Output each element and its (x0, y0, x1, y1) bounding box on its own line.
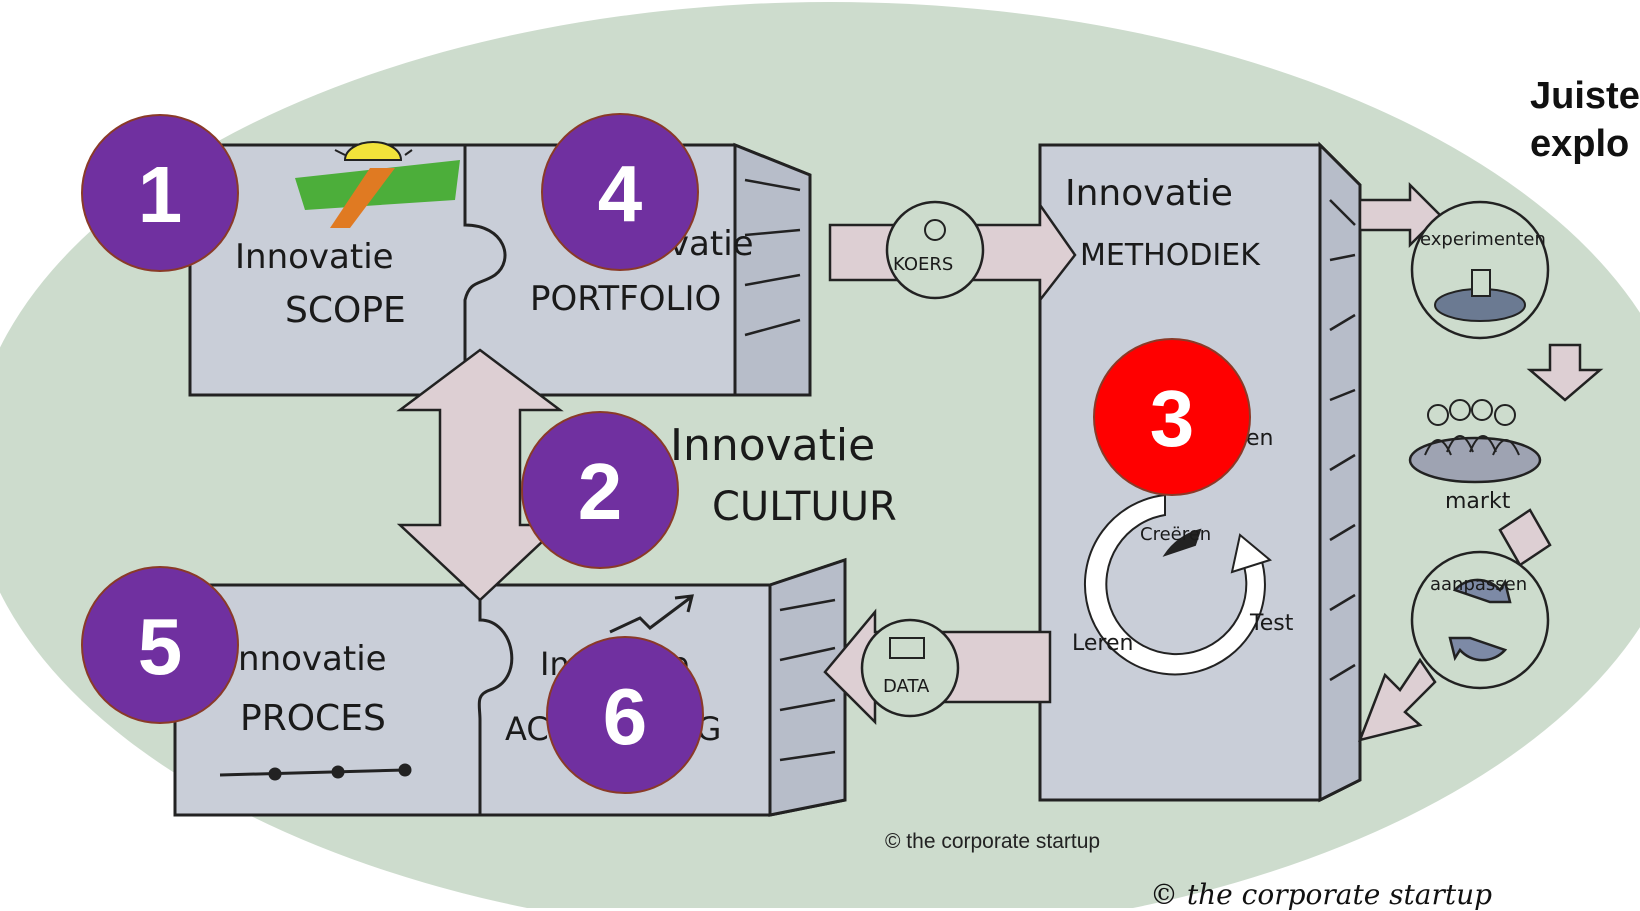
marker-1-circle (81, 114, 239, 272)
trend-arrow-icon (609, 594, 694, 634)
methodiek-label-line2: METHODIEK (1080, 238, 1261, 273)
cultuur-label-line1: Innovatie (670, 420, 875, 471)
proces-label-line2: PROCES (240, 698, 386, 739)
marker-5-circle (81, 566, 239, 724)
marker-2-circle (521, 411, 679, 569)
timeline-icon (219, 763, 412, 781)
markt-label: markt (1445, 489, 1511, 514)
cycle-top-label: Creëren (1140, 524, 1211, 545)
headline-line1: Juiste (1530, 75, 1640, 117)
copyright-text: © the corporate startup (885, 830, 1101, 853)
cycle-icon (1083, 493, 1273, 676)
cycle-right-label: Test (1249, 611, 1294, 636)
marker-5-number: 5 (138, 602, 183, 691)
people-icon (1424, 399, 1520, 456)
marker-4-number: 4 (598, 149, 643, 238)
experimenten-label: experimenten (1420, 229, 1546, 250)
koers-label: KOERS (893, 254, 953, 275)
table-icon (889, 637, 925, 659)
signature-text: © the corporate startup (1150, 878, 1493, 911)
koers-circle (885, 200, 985, 300)
marker-6-number: 6 (603, 672, 648, 761)
marker-3-number: 3 (1150, 374, 1195, 463)
proces-label-line1: Innovatie (228, 639, 387, 679)
marker-4-circle (541, 113, 699, 271)
cycle-partial-label: en (1246, 426, 1273, 451)
methodiek-edge-stripes (1329, 199, 1356, 682)
marker-1-number: 1 (138, 150, 183, 239)
block-edge-stripes (744, 178, 836, 762)
beaker-icon (1471, 269, 1491, 297)
data-label: DATA (883, 676, 930, 697)
data-circle (860, 618, 960, 718)
marker-2-number: 2 (578, 447, 623, 536)
marker-2: 2 (521, 411, 679, 569)
methodiek-label-line1: Innovatie (1065, 173, 1233, 214)
aanpassen-label: aanpassen (1430, 574, 1527, 595)
marker-6: 6 (546, 636, 704, 794)
cultuur-label-line2: CULTUUR (712, 484, 897, 530)
marker-1: 1 (81, 114, 239, 272)
marker-3-circle (1093, 338, 1251, 496)
scope-label-line1: Innovatie (235, 237, 394, 277)
headline: Juiste explo (1530, 72, 1640, 168)
scope-label-line2: SCOPE (285, 290, 406, 331)
road-sun-icon (295, 141, 460, 228)
marker-5: 5 (81, 566, 239, 724)
cycle-left-label: Leren (1072, 631, 1133, 656)
marker-3: 3 (1093, 338, 1251, 496)
marker-4: 4 (541, 113, 699, 271)
headline-line2: explo (1530, 123, 1630, 165)
portfolio-label-line2: PORTFOLIO (530, 279, 721, 319)
stopwatch-icon (924, 219, 946, 241)
culture-double-arrow (396, 348, 564, 602)
marker-6-circle (546, 636, 704, 794)
